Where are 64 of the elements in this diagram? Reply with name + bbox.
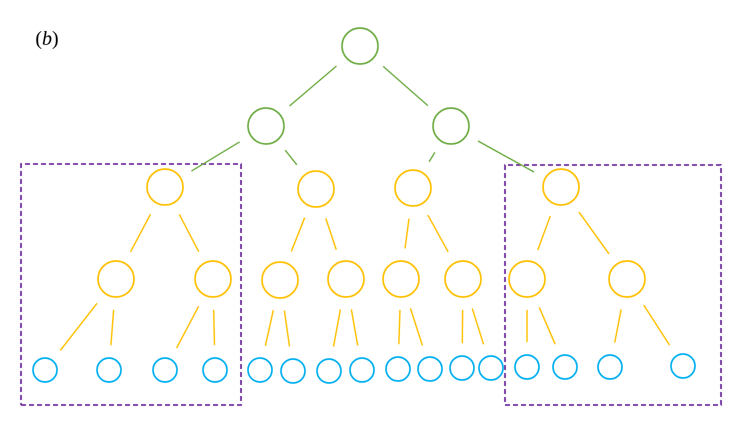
- node-circle: [32, 357, 58, 383]
- edge-line: [614, 309, 622, 343]
- dashed-frame: [504, 164, 722, 406]
- edge-line: [398, 310, 401, 344]
- edge-line: [537, 216, 551, 250]
- edge-line: [191, 141, 240, 172]
- node-circle: [444, 260, 482, 298]
- dashed-frame: [20, 163, 242, 406]
- node-circle: [194, 260, 232, 298]
- node-circle: [670, 353, 696, 379]
- node-circle: [432, 107, 470, 145]
- node-circle: [508, 260, 546, 298]
- edge-line: [472, 308, 484, 345]
- node-circle: [316, 358, 342, 384]
- edge-line: [284, 310, 290, 346]
- node-circle: [341, 27, 379, 65]
- edge-line: [350, 309, 358, 346]
- node-circle: [552, 354, 578, 380]
- node-circle: [297, 170, 335, 208]
- panel-label: (b): [36, 30, 58, 50]
- node-circle: [385, 356, 411, 382]
- node-circle: [514, 354, 540, 380]
- node-circle: [417, 356, 443, 382]
- edge-line: [130, 214, 152, 252]
- edge-line: [428, 152, 436, 162]
- edge-line: [538, 307, 556, 344]
- edge-line: [178, 214, 200, 252]
- edge-line: [325, 218, 337, 250]
- edge-line: [332, 309, 342, 347]
- edge-line: [60, 302, 98, 351]
- node-circle: [202, 357, 228, 383]
- edge-line: [526, 310, 528, 342]
- edge-line: [212, 310, 216, 346]
- node-circle: [349, 357, 375, 383]
- edge-line: [289, 65, 337, 107]
- node-circle: [146, 168, 184, 206]
- node-circle: [394, 169, 432, 207]
- node-circle: [96, 357, 122, 383]
- node-circle: [382, 260, 420, 298]
- node-circle: [261, 261, 299, 299]
- node-circle: [97, 260, 135, 298]
- node-circle: [247, 107, 285, 145]
- edge-line: [478, 140, 534, 173]
- node-circle: [597, 354, 623, 380]
- node-circle: [247, 357, 273, 383]
- edge-line: [643, 304, 670, 346]
- edge-line: [578, 212, 610, 254]
- edge-line: [462, 310, 464, 344]
- edge-line: [110, 310, 114, 346]
- edge-line: [290, 217, 306, 252]
- node-circle: [542, 168, 580, 206]
- edge-line: [410, 308, 424, 346]
- node-circle: [449, 355, 475, 381]
- edge-line: [404, 218, 410, 249]
- edge-line: [382, 66, 428, 106]
- node-circle: [327, 260, 365, 298]
- node-circle: [478, 355, 504, 381]
- node-circle: [280, 358, 306, 384]
- node-circle: [152, 357, 178, 383]
- node-circle: [608, 260, 646, 298]
- edge-line: [284, 150, 298, 166]
- edge-line: [264, 310, 274, 346]
- edge-line: [427, 214, 449, 252]
- edge-line: [176, 306, 200, 348]
